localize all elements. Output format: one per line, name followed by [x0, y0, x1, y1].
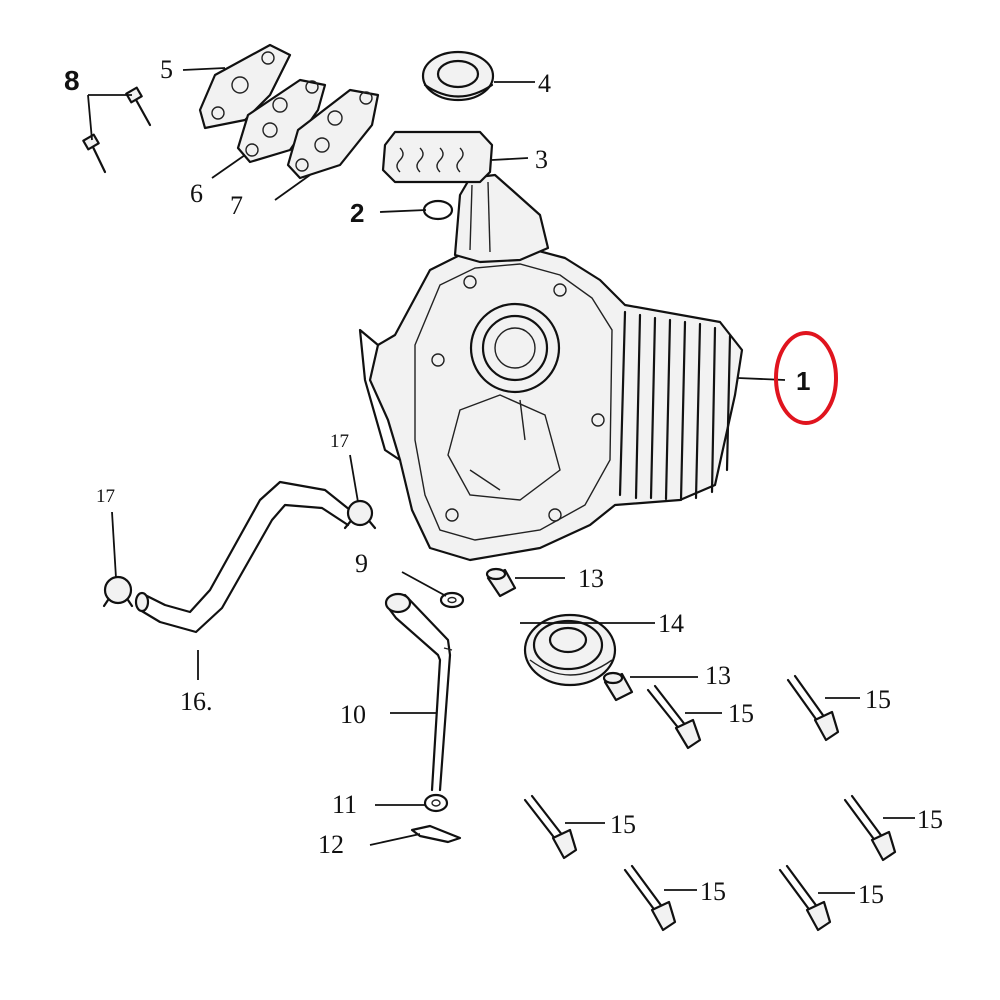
leader-lines [87, 67, 915, 894]
label-part-15-d[interactable]: 15 [917, 805, 943, 834]
breather-neck-part[interactable] [453, 173, 550, 264]
crank-seal-part[interactable] [523, 613, 617, 687]
flange-bolt-part[interactable] [523, 794, 578, 860]
part-1-highlight [774, 331, 838, 425]
label-part-4[interactable]: 4 [538, 69, 551, 98]
hose-clamp-left-part[interactable] [102, 575, 134, 608]
oil-seal-part[interactable] [421, 50, 495, 102]
breather-gasket-part[interactable] [381, 130, 494, 184]
label-part-5[interactable]: 5 [160, 55, 173, 84]
label-part-7[interactable]: 7 [230, 191, 243, 220]
label-part-13-upper[interactable]: 13 [578, 564, 604, 593]
breather-hose-part[interactable] [134, 480, 352, 634]
label-part-15-b[interactable]: 15 [865, 685, 891, 714]
label-part-15-a[interactable]: 15 [728, 699, 754, 728]
flange-bolt-part[interactable] [778, 864, 832, 932]
label-part-8[interactable]: 8 [64, 65, 80, 96]
breather-plate-gasket-part[interactable] [286, 88, 380, 180]
label-part-6[interactable]: 6 [190, 179, 203, 208]
label-part-3[interactable]: 3 [535, 145, 548, 174]
label-part-17-left[interactable]: 17 [96, 486, 115, 507]
label-part-15-f[interactable]: 15 [858, 880, 884, 909]
engine-block-part[interactable] [358, 244, 744, 562]
o-ring-part[interactable] [422, 199, 454, 221]
label-part-13-lower[interactable]: 13 [705, 661, 731, 690]
label-part-1[interactable]: 1 [796, 366, 810, 396]
label-part-9[interactable]: 9 [355, 549, 368, 578]
label-part-10[interactable]: 10 [340, 700, 366, 729]
flange-bolt-part[interactable] [843, 794, 897, 862]
washer-part[interactable] [439, 591, 465, 609]
cover-screws-part[interactable] [82, 86, 152, 174]
dowel-pin-lower-part[interactable] [602, 671, 634, 702]
flange-bolt-part[interactable] [646, 684, 702, 750]
breather-plate-part[interactable] [236, 78, 327, 164]
flange-bolt-part[interactable] [623, 864, 677, 932]
label-part-15-e[interactable]: 15 [700, 877, 726, 906]
pipe-washer-part[interactable] [423, 793, 449, 813]
label-part-11[interactable]: 11 [332, 790, 357, 819]
flange-bolt-part[interactable] [786, 674, 840, 742]
dowel-pin-upper-part[interactable] [485, 567, 517, 598]
label-part-15-c[interactable]: 15 [610, 810, 636, 839]
oil-pipe-part[interactable] [384, 592, 453, 792]
label-part-12[interactable]: 12 [318, 830, 344, 859]
label-part-16[interactable]: 16. [180, 687, 213, 716]
label-part-14[interactable]: 14 [658, 609, 684, 638]
hose-clamp-right-part[interactable] [343, 499, 377, 530]
label-part-17-right[interactable]: 17 [330, 431, 349, 452]
label-part-2[interactable]: 2 [350, 198, 364, 228]
